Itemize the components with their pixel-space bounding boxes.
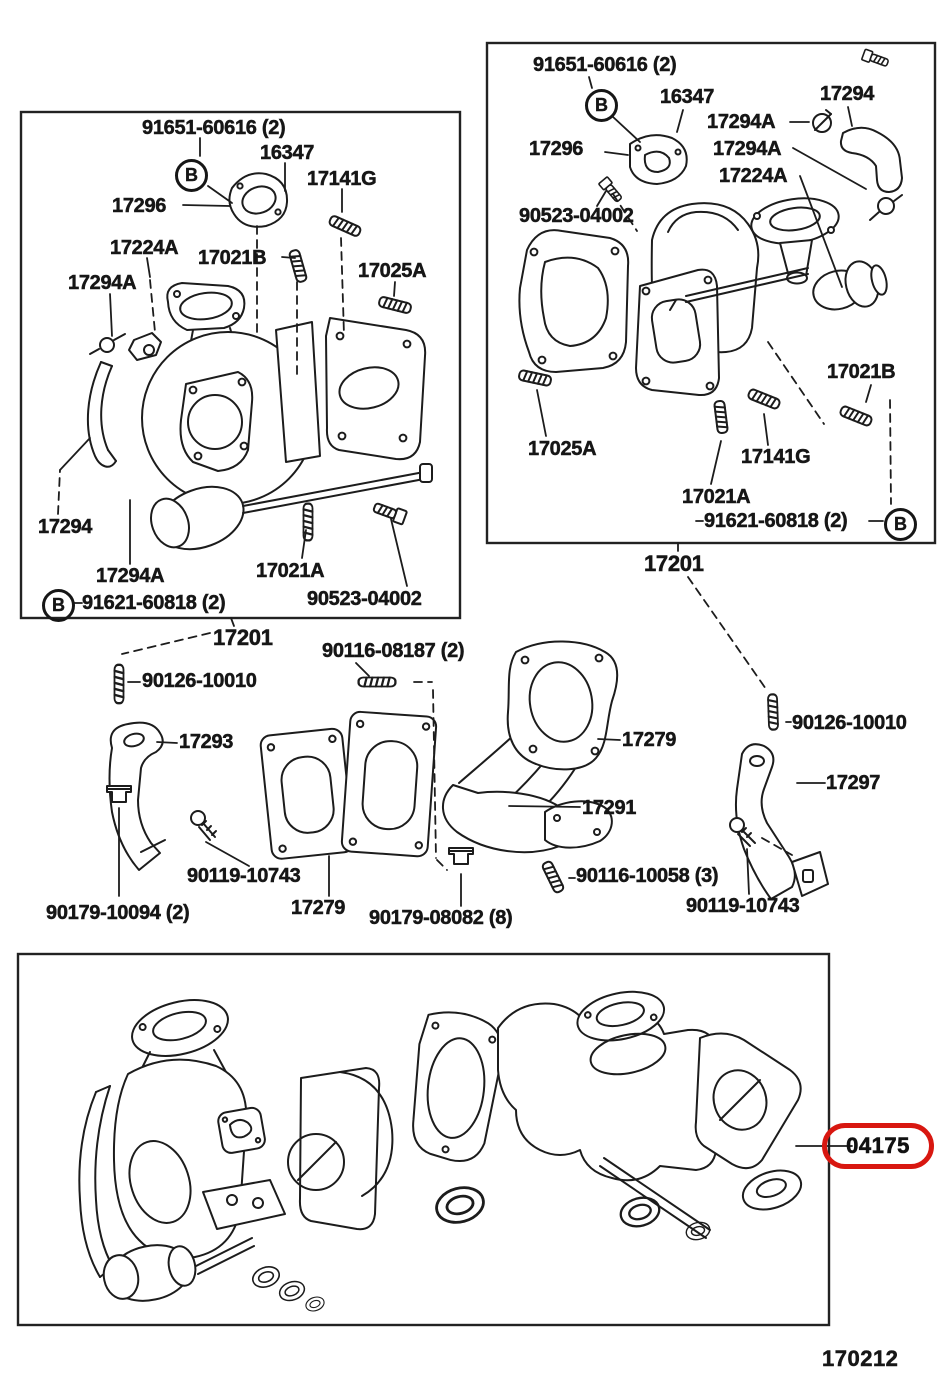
- part-label-17224a: 17224A: [719, 165, 788, 187]
- part-label-90119-10743: 90119-10743: [187, 865, 301, 887]
- part-label-90179-08082: 90179-08082 (8): [369, 907, 513, 929]
- bottom-gasket-kit-art: [78, 990, 803, 1314]
- part-label-17141g: 17141G: [307, 168, 377, 190]
- marker-b-letter: B: [52, 595, 65, 615]
- part-label-91621-60818: 91621-60818 (2): [704, 510, 848, 532]
- part-label-17021b: 17021B: [827, 361, 896, 383]
- part-label-16347: 16347: [260, 142, 315, 164]
- part-label-90116-10058: 90116-10058 (3): [576, 865, 719, 887]
- marker-b-letter: B: [185, 165, 198, 185]
- part-label-17279: 17279: [291, 897, 346, 919]
- part-label-17294a: 17294A: [713, 138, 782, 160]
- part-label-17294: 17294: [38, 516, 93, 538]
- part-label-90523-04002: 90523-04002: [307, 588, 422, 610]
- part-label-17291: 17291: [582, 797, 637, 819]
- part-label-90116-08187: 90116-08187 (2): [322, 640, 465, 662]
- part-label-91651-60616: 91651-60616 (2): [533, 54, 677, 76]
- assembly-label-17201: 17201: [213, 625, 273, 650]
- part-label-90179-10094: 90179-10094 (2): [46, 902, 190, 924]
- part-label-17294: 17294: [820, 83, 875, 105]
- part-label-91651-60616: 91651-60616 (2): [142, 117, 286, 139]
- part-label-90126-10010: 90126-10010: [792, 712, 907, 734]
- part-label-17296: 17296: [112, 195, 167, 217]
- assembly-label-17201: 17201: [644, 551, 704, 576]
- part-label-17021b: 17021B: [198, 247, 267, 269]
- part-label-17297: 17297: [826, 772, 881, 794]
- part-label-17294a: 17294A: [707, 111, 776, 133]
- marker-b-letter: B: [595, 95, 608, 115]
- part-label-17294a: 17294A: [96, 565, 165, 587]
- highlight-oval-04175: 04175: [822, 1123, 934, 1169]
- marker-b-circle: B: [42, 589, 75, 622]
- dashed-lines: [57, 193, 892, 871]
- part-label-17296: 17296: [529, 138, 584, 160]
- part-label-90119-10743: 90119-10743: [686, 895, 800, 917]
- part-label-04175: 04175: [846, 1133, 910, 1159]
- diagram-code: 170212: [822, 1346, 899, 1371]
- part-label-16347: 16347: [660, 86, 715, 108]
- marker-b-circle: B: [884, 508, 917, 541]
- part-label-17025a: 17025A: [528, 438, 597, 460]
- part-label-17224a: 17224A: [110, 237, 179, 259]
- part-label-17021a: 17021A: [256, 560, 325, 582]
- top-right-turbo-art: [517, 48, 903, 435]
- part-label-17293: 17293: [179, 731, 234, 753]
- middle-manifold-art: [106, 640, 829, 900]
- part-label-90523-04002: 90523-04002: [519, 205, 634, 227]
- marker-b-letter: B: [894, 514, 907, 534]
- part-label-17294a: 17294A: [68, 272, 137, 294]
- part-label-17025a: 17025A: [358, 260, 427, 282]
- marker-b-circle: B: [175, 159, 208, 192]
- part-label-17279: 17279: [622, 729, 677, 751]
- part-label-17021a: 17021A: [682, 486, 751, 508]
- part-label-91621-60818: 91621-60818 (2): [82, 592, 226, 614]
- marker-b-circle: B: [585, 89, 618, 122]
- part-label-17141g: 17141G: [741, 446, 811, 468]
- top-left-turbo-art: [86, 172, 433, 551]
- part-label-90126-10010: 90126-10010: [142, 670, 257, 692]
